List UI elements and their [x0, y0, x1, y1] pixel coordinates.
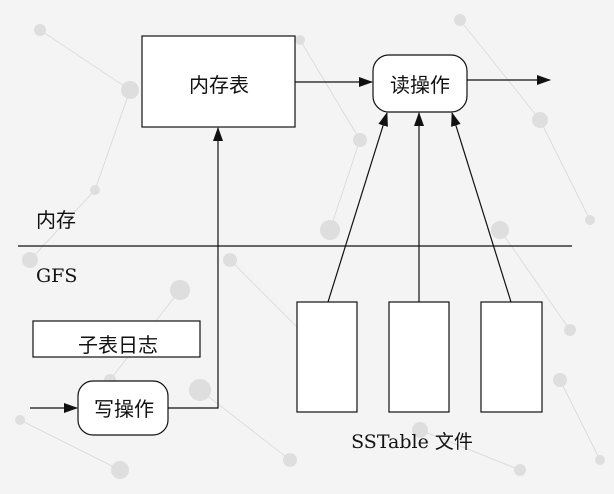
write-op-node: 写操作: [77, 380, 169, 436]
read-op-node: 读操作: [372, 54, 468, 113]
arrow-sstable3-to-read: [451, 112, 512, 303]
sstable-files-label: SSTable 文件: [351, 431, 473, 453]
read-op-label: 读操作: [390, 73, 450, 97]
arrow-sstable1-to-read: [327, 112, 388, 303]
sstable-file-3: [480, 301, 543, 413]
commit-log-box: [32, 320, 201, 358]
gfs-label: GFS: [36, 265, 77, 287]
memory-label: 内存: [36, 208, 76, 232]
sstable-file-2: [388, 301, 450, 413]
sstable-file-1: [296, 301, 358, 413]
memtable-label: 内存表: [189, 73, 249, 97]
commit-log-label: 子表日志: [78, 333, 158, 357]
memtable-box: [141, 35, 296, 128]
commit-log-node: 子表日志: [32, 320, 201, 358]
write-op-label: 写操作: [94, 397, 154, 421]
memtable-node: 内存表: [141, 35, 296, 128]
arrow-write-to-memtable: [168, 127, 223, 409]
